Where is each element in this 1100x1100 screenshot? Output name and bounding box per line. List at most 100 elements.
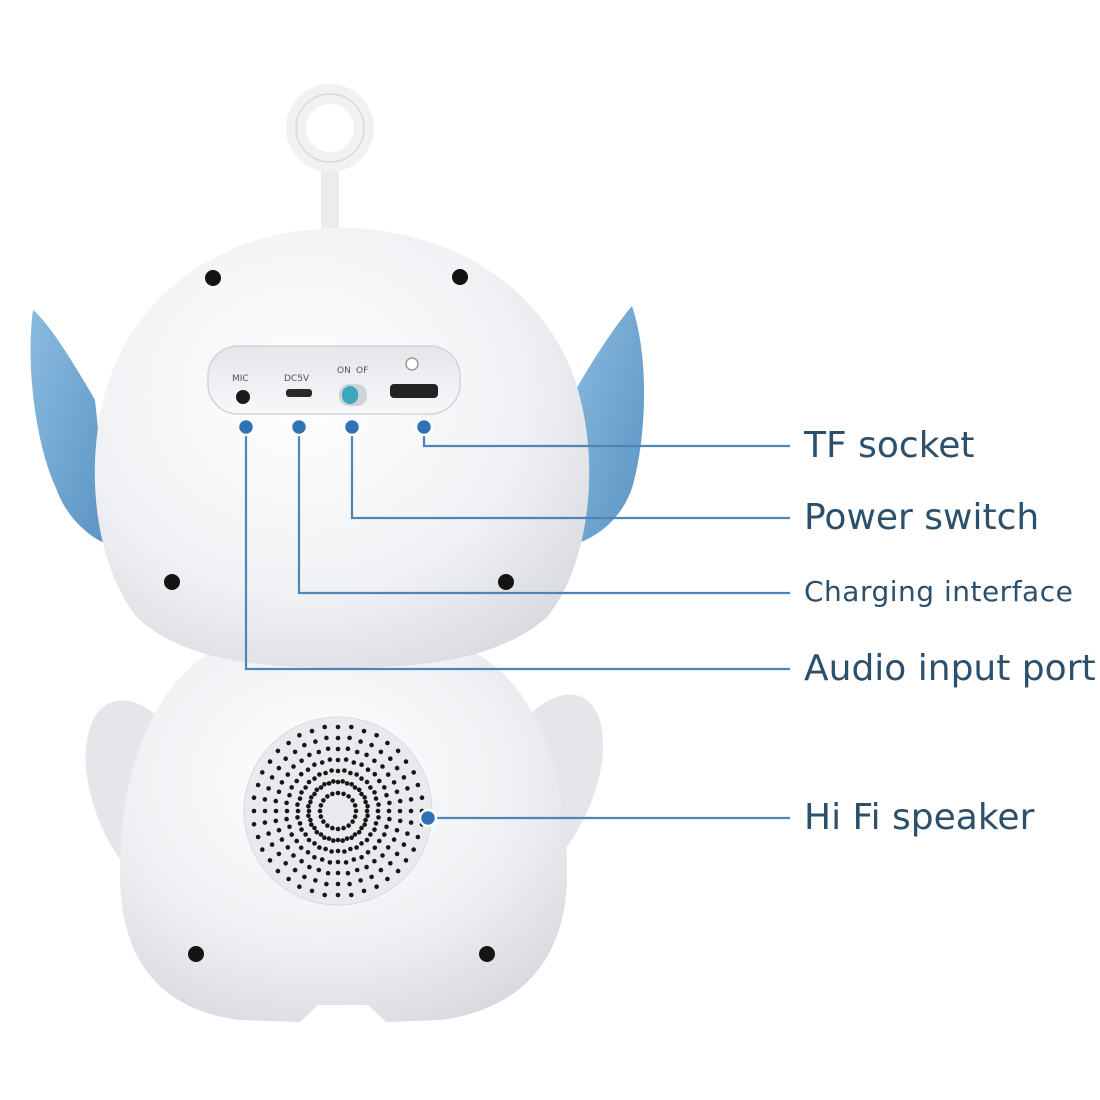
hanging-loop <box>286 84 374 240</box>
grille-hole <box>285 845 291 850</box>
grille-hole <box>374 884 379 889</box>
grille-hole <box>318 803 324 808</box>
grille-hole <box>312 762 317 767</box>
grille-hole <box>340 838 346 843</box>
grille-hole <box>348 770 353 776</box>
grille-hole <box>354 867 360 873</box>
callout-dot-charging <box>289 417 309 437</box>
grille-hole <box>286 876 291 882</box>
grille-hole <box>313 739 318 744</box>
grille-hole <box>325 823 330 828</box>
grille-hole <box>374 733 379 738</box>
label-hi-fi-speaker: Hi Fi speaker <box>804 797 1035 838</box>
grille-hole <box>286 740 291 746</box>
grille-hole <box>356 787 362 793</box>
grille-hole <box>387 800 392 806</box>
grille-hole <box>262 808 268 814</box>
grille-hole <box>364 779 370 785</box>
grille-hole <box>394 765 400 771</box>
grille-hole <box>273 808 279 814</box>
grille-hole <box>312 855 317 860</box>
grille-hole <box>395 868 401 874</box>
grille-hole <box>397 798 403 804</box>
dc-port-label: DC5V <box>284 374 310 384</box>
grille-hole <box>266 786 271 791</box>
grille-hole <box>359 776 364 781</box>
grille-hole <box>363 817 368 823</box>
grille-hole <box>303 832 308 837</box>
grille-hole <box>335 826 341 832</box>
grille-hole <box>373 796 379 801</box>
grille-hole <box>368 785 373 790</box>
callout-dots <box>236 417 438 828</box>
grille-hole <box>352 803 358 808</box>
grille-hole <box>364 752 369 758</box>
grille-hole <box>294 778 300 784</box>
grille-hole <box>351 857 357 862</box>
grille-hole <box>369 742 374 748</box>
grille-hole <box>365 767 371 772</box>
grille-hole <box>322 835 327 840</box>
grille-hole <box>335 779 341 785</box>
grille-hole <box>287 824 292 830</box>
usb-charging-port <box>286 389 312 397</box>
grille-hole <box>275 868 281 874</box>
grille-hole <box>419 795 425 800</box>
grille-hole <box>344 781 350 786</box>
grille-hole <box>309 888 315 894</box>
grille-hole <box>359 841 364 846</box>
grille-hole <box>312 841 317 846</box>
grille-hole <box>335 837 341 843</box>
grille-hole <box>348 846 353 852</box>
grille-hole <box>387 816 392 822</box>
grille-hole <box>377 838 382 844</box>
grille-hole <box>251 822 257 827</box>
grille-hole <box>262 820 268 825</box>
grille-hole <box>335 870 341 876</box>
grille-hole <box>260 770 265 775</box>
grille-hole <box>335 790 341 796</box>
grille-hole <box>289 832 295 837</box>
grille-hole <box>298 845 304 851</box>
grille-hole <box>299 758 304 764</box>
label-power-switch: Power switch <box>804 497 1040 538</box>
grille-hole <box>269 842 275 847</box>
grille-hole <box>335 724 341 730</box>
grille-hole <box>352 814 358 819</box>
grille-hole <box>362 822 368 827</box>
grille-hole <box>385 876 390 882</box>
grille-hole <box>324 881 329 887</box>
grille-hole <box>322 892 328 898</box>
grille-hole <box>294 838 300 844</box>
grille-hole <box>297 821 303 826</box>
grille-hole <box>343 860 349 865</box>
grille-hole <box>251 808 257 814</box>
grille-hole <box>394 827 400 833</box>
grille-hole <box>319 857 325 862</box>
grille-hole <box>312 776 317 781</box>
grille-hole <box>380 764 385 769</box>
grille-hole <box>369 874 374 880</box>
grille-hole <box>364 837 370 843</box>
grille-hole <box>314 787 320 793</box>
grille-hole <box>276 765 282 771</box>
grille-hole <box>305 850 311 855</box>
grille-hole <box>309 795 314 800</box>
grille-hole <box>401 775 407 780</box>
grille-hole <box>324 735 329 741</box>
grille-hole <box>372 771 378 777</box>
grille-hole <box>385 772 391 777</box>
grille-hole <box>318 832 324 837</box>
grille-hole <box>299 827 304 832</box>
grille-hole <box>283 861 289 866</box>
grille-hole <box>260 847 265 852</box>
callout-line-audio <box>244 427 790 671</box>
grille-hole <box>376 802 381 807</box>
grille-hole <box>283 756 289 761</box>
grille-hole <box>386 808 392 814</box>
grille-hole <box>266 831 271 836</box>
grille-hole <box>372 790 377 795</box>
pinhole-icon <box>405 357 419 371</box>
grille-hole <box>326 781 332 786</box>
grille-hole <box>289 785 295 790</box>
